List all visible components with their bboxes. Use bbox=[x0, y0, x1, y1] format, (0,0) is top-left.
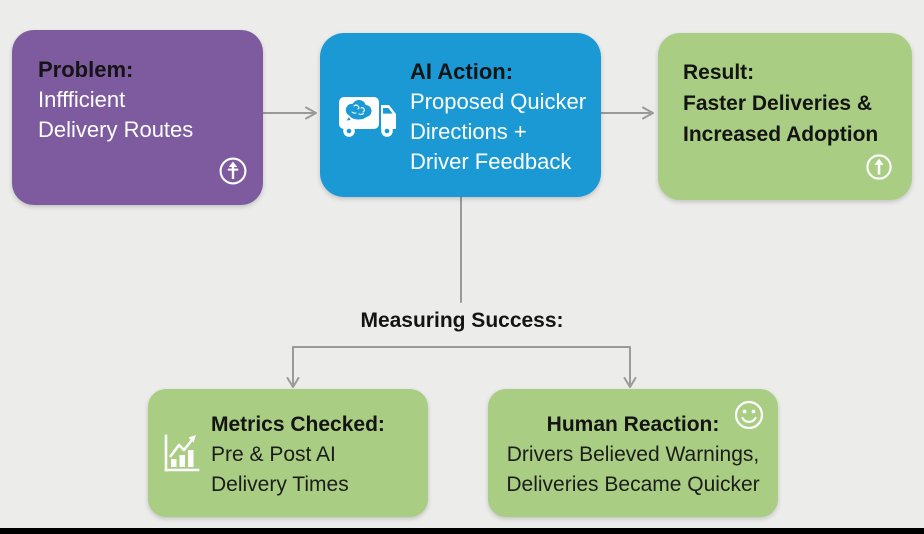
human-reaction-line-2: Deliveries Became Quicker bbox=[506, 473, 760, 496]
result-text: Result: Faster Deliveries & Increased Ad… bbox=[683, 57, 878, 150]
problem-box: Problem: Inffficient Delivery Routes bbox=[12, 30, 263, 205]
ai-action-line-1: Proposed Quicker bbox=[410, 89, 587, 114]
metrics-line-1: Pre & Post AI bbox=[211, 443, 336, 466]
result-title: Result: bbox=[683, 61, 755, 84]
arrowhead-problem-to-ai bbox=[305, 106, 317, 120]
human-reaction-line-1: Drivers Believed Warnings, bbox=[506, 443, 760, 466]
arrowhead-ai-to-result bbox=[642, 106, 654, 120]
human-reaction-box: Human Reaction: Drivers Believed Warning… bbox=[488, 389, 778, 517]
metrics-title: Metrics Checked: bbox=[211, 413, 385, 436]
ai-action-text: AI Action: Proposed Quicker Directions +… bbox=[410, 57, 586, 177]
metrics-box: Metrics Checked: Pre & Post AI Delivery … bbox=[148, 389, 428, 517]
ahead-only-arrow-circle-icon bbox=[218, 156, 248, 186]
metrics-line-2: Delivery Times bbox=[211, 473, 349, 496]
bottom-black-bar bbox=[0, 528, 924, 534]
up-arrow-circle-icon bbox=[865, 153, 893, 181]
human-reaction-title: Human Reaction: bbox=[546, 413, 720, 436]
ai-action-title: AI Action: bbox=[410, 59, 514, 84]
problem-text: Problem: Inffficient Delivery Routes bbox=[38, 55, 193, 145]
arrowhead-to-human bbox=[623, 377, 637, 388]
measuring-success-label: Measuring Success: bbox=[360, 309, 564, 332]
human-reaction-text: Human Reaction: Drivers Believed Warning… bbox=[488, 410, 778, 500]
ai-brain-delivery-truck-icon bbox=[338, 93, 402, 141]
problem-title: Problem: bbox=[38, 57, 134, 82]
ai-action-line-2: Directions + bbox=[410, 119, 527, 144]
ai-action-box: AI Action: Proposed Quicker Directions +… bbox=[320, 33, 601, 197]
result-box: Result: Faster Deliveries & Increased Ad… bbox=[658, 33, 912, 200]
arrowhead-to-metrics bbox=[286, 377, 300, 388]
result-line-1: Faster Deliveries & bbox=[683, 92, 873, 115]
bar-chart-growth-icon bbox=[160, 431, 202, 475]
smiley-face-icon bbox=[733, 399, 765, 431]
bracket-measuring-split bbox=[292, 346, 631, 385]
metrics-text: Metrics Checked: Pre & Post AI Delivery … bbox=[211, 410, 385, 500]
problem-line-2: Delivery Routes bbox=[38, 117, 194, 142]
ai-action-line-3: Driver Feedback bbox=[410, 149, 572, 174]
result-line-2: Increased Adoption bbox=[683, 123, 879, 146]
problem-line-1: Inffficient bbox=[38, 87, 126, 112]
